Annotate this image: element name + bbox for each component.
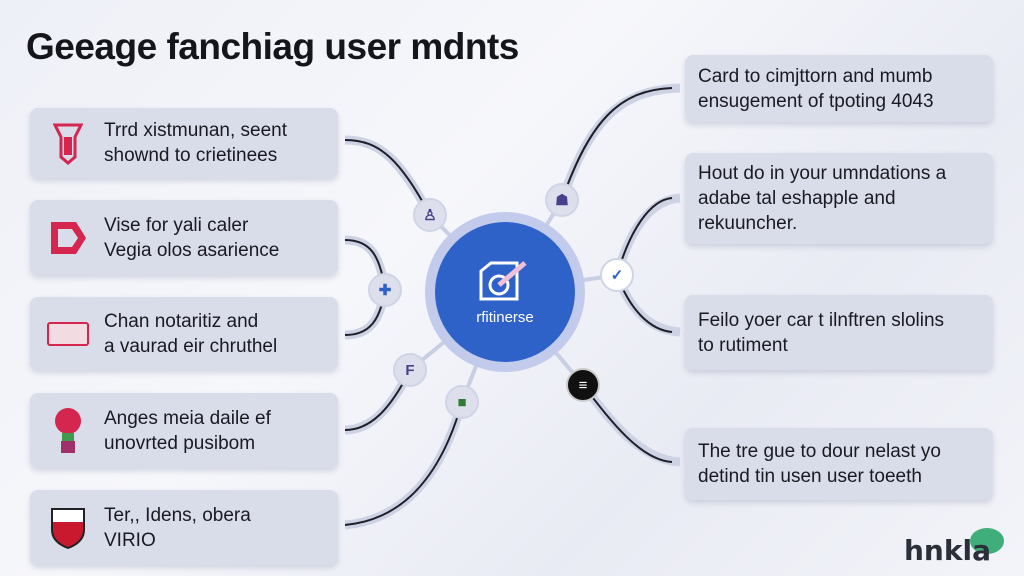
card-text: to rutiment <box>698 334 788 356</box>
tooth-icon <box>46 121 90 165</box>
logo-text: hnkla <box>904 534 991 567</box>
brand-logo: hnkla <box>900 528 1010 573</box>
card-text: shownd to crietinees <box>104 145 278 166</box>
card-text: ensugement of tpoting 4043 <box>698 90 934 112</box>
left-card-3: Chan notaritiz and a vaurad eir chruthel <box>30 297 338 370</box>
mask-shield-icon <box>46 506 90 550</box>
people-icon: ☗ <box>545 183 579 217</box>
card-text: Anges meia daile ef <box>104 407 271 429</box>
f-icon: F <box>393 353 427 387</box>
card-text: rekuuncher. <box>698 213 798 234</box>
card-text: Vise for yali caler <box>104 214 249 236</box>
stack-icon: ≡ <box>566 368 600 402</box>
card-text: Ter,, Idens, obera <box>104 504 251 526</box>
right-card-4: The tre gue to dour nelast yo detind tin … <box>685 428 993 500</box>
card-text: The tre gue to dour nelast yo <box>698 441 941 462</box>
card-text: a vaurad eir chruthel <box>104 335 278 357</box>
card-text: Card to cimjttorn and mumb <box>698 65 933 87</box>
hub-label: rfitinerse <box>476 308 534 326</box>
card-text: Trrd xistmunan, seent <box>104 120 288 141</box>
right-card-2: Hout do in your umndations a adabe tal es… <box>685 153 993 244</box>
card-text: VIRIO <box>104 529 156 551</box>
card-text: adabe tal eshapple and <box>698 188 896 209</box>
target-edit-icon <box>479 260 527 300</box>
puzzle-icon: ✚ <box>368 273 402 307</box>
green-box-icon: ■ <box>445 385 479 419</box>
card-text: Chan notaritiz and <box>104 310 259 332</box>
card-text: Hout do in your umndations a <box>698 163 947 184</box>
right-card-1: Card to cimjttorn and mumb ensugement of … <box>685 55 993 122</box>
page-title: Geeage fanchiag user mdnts <box>26 26 519 67</box>
card-text: unovrted pusibom <box>104 432 256 454</box>
card-text: Vegia olos asarience <box>104 239 280 261</box>
left-card-4: Anges meia daile ef unovrted pusibom <box>30 393 338 468</box>
central-hub: rfitinerse <box>425 212 585 372</box>
flower-pot-icon <box>46 407 90 453</box>
card-text: detind tin usen user toeeth <box>698 466 922 487</box>
card-text: Feilo yoer car t ilnftren slolins <box>698 309 945 331</box>
left-card-1: Trrd xistmunan, seent shownd to crietinee… <box>30 108 338 178</box>
stamp-icon <box>46 312 90 356</box>
check-badge-icon: ✓ <box>600 258 634 292</box>
right-card-3: Feilo yoer car t ilnftren slolins to ruti… <box>685 295 993 370</box>
d-logo-icon <box>46 216 90 260</box>
person-icon: ♙ <box>413 198 447 232</box>
